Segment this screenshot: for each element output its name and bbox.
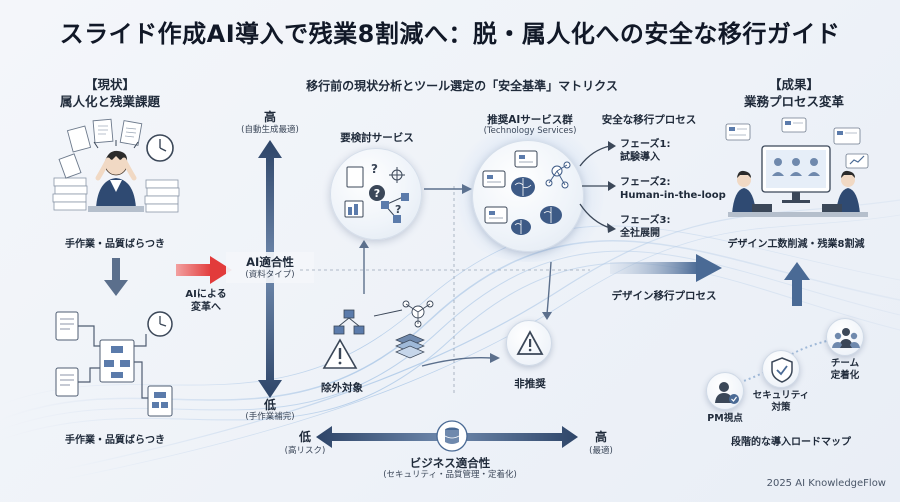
- migration-label: デザイン移行プロセス: [611, 290, 717, 302]
- phase-1: フェーズ1: 試験導入: [620, 138, 720, 164]
- roadmap-caption: 段階的な導入ロードマップ: [731, 437, 851, 448]
- roadmap-security-circle: [762, 350, 800, 388]
- roadmap-security-line1: セキュリティ: [752, 390, 810, 401]
- right-header-line2: 業務プロセス変革: [743, 94, 844, 109]
- svg-text:?: ?: [395, 203, 401, 216]
- footer-credit: 2025 AI KnowledgeFlow: [766, 478, 886, 489]
- y-axis-low-sub: (手作業補完): [245, 412, 295, 422]
- recommended-down-arrow: [542, 261, 552, 320]
- right-up-arrow: [784, 262, 810, 306]
- right-header-line1: 【成果】: [768, 77, 819, 92]
- left-down-arrow: [104, 258, 128, 296]
- quadrant-recommended-sub: (Technology Services): [462, 126, 598, 137]
- quadrant-recommended-label: 推奨AIサービス群: [487, 114, 573, 126]
- phase-3-desc: 全社展開: [620, 228, 660, 239]
- transformation-label: AIによる 変革へ: [178, 288, 234, 314]
- not-recommended-circle: [506, 320, 552, 366]
- not-recommended-warning-icon: [516, 330, 544, 355]
- excluded-area-icons: [322, 240, 434, 369]
- y-axis-high: 高: [263, 110, 276, 124]
- migration-arrow: [610, 254, 722, 282]
- phase-2-desc: Human-in-the-loop: [620, 190, 726, 201]
- review-services-icons: ? ? ?: [344, 162, 409, 223]
- y-axis-sub: (資料タイプ): [245, 270, 295, 280]
- right-header: 【成果】 業務プロセス変革: [714, 76, 874, 110]
- phase-3-title: フェーズ3:: [620, 215, 671, 226]
- roadmap-pm-circle: [706, 372, 744, 410]
- left-header-line2: 属人化と残業課題: [59, 94, 160, 109]
- quadrant-review-label: 要検討サービス: [340, 132, 414, 144]
- roadmap-team-label: チーム 定着化: [812, 358, 878, 382]
- team-icon: [832, 328, 860, 348]
- roadmap-security-line2: 対策: [771, 402, 791, 413]
- svg-text:?: ?: [374, 187, 380, 200]
- roadmap-team-line2: 定着化: [830, 370, 860, 381]
- roadmap-team-line1: チーム: [830, 358, 860, 369]
- recommended-services-circle: [472, 140, 584, 252]
- result-caption: デザイン工数削減・残業8割減: [727, 239, 865, 250]
- review-services-circle: ? ? ?: [330, 148, 422, 240]
- review-to-recommended-arrow: [424, 184, 472, 194]
- transformation-label-line1: AIによる: [185, 289, 227, 300]
- left-caption-top: 手作業・品質ばらつき: [65, 239, 165, 250]
- database-icon: [436, 420, 468, 452]
- pm-person-icon: [715, 382, 739, 404]
- page-title: スライド作成AI導入で残業8割減へ：脱・属人化への安全な移行ガイド: [59, 20, 841, 48]
- left-header: 【現状】 属人化と残業課題: [30, 76, 190, 110]
- svg-text:?: ?: [371, 162, 378, 176]
- transformation-arrow: [176, 256, 232, 284]
- matrix-title: 移行前の現状分析とツール選定の「安全基準」マトリクス: [306, 79, 618, 93]
- quadrant-divider: [300, 186, 590, 396]
- y-axis-low: 低: [263, 398, 276, 412]
- roadmap-security-label: セキュリティ 対策: [746, 390, 816, 414]
- left-caption-bottom: 手作業・品質ばらつき: [65, 435, 165, 446]
- process-title: 安全な移行プロセス: [601, 114, 697, 126]
- x-axis-low: 低: [298, 430, 311, 444]
- transformation-label-line2: 変革へ: [191, 302, 221, 313]
- x-axis-low-sub: (高リスク): [284, 446, 326, 456]
- process-arrows: [579, 141, 616, 233]
- excluded-to-not-recommended-arrow: [421, 353, 500, 367]
- left-header-line1: 【現状】: [84, 77, 135, 92]
- team-result-illustration: [725, 117, 869, 217]
- x-axis-label: ビジネス適合性: [409, 456, 491, 470]
- stressed-worker-illustration: [52, 118, 180, 213]
- y-axis-high-sub: (自動生成最適): [241, 125, 299, 135]
- manual-workflow-illustration: [55, 311, 173, 417]
- phase-1-desc: 試験導入: [620, 152, 660, 163]
- quadrant-excluded-label: 除外対象: [321, 382, 363, 394]
- y-axis-label-box: AI適合性 (資料タイプ): [226, 252, 314, 283]
- x-axis-high: 高: [594, 430, 607, 444]
- shield-icon: [771, 357, 793, 383]
- recommended-services-icons: [482, 150, 571, 235]
- y-axis-label: AI適合性: [246, 255, 294, 269]
- x-axis-sub: (セキュリティ・品質管理・定着化): [383, 470, 517, 480]
- phase-1-title: フェーズ1:: [620, 139, 671, 150]
- roadmap-pm-label: PM視点: [707, 413, 743, 424]
- quadrant-not-recommended-label: 非推奨: [514, 378, 546, 390]
- x-axis-high-sub: (最適): [589, 446, 613, 456]
- phase-2: フェーズ2: Human-in-the-loop: [620, 176, 730, 202]
- roadmap-team-circle: [826, 318, 864, 356]
- phase-3: フェーズ3: 全社展開: [620, 214, 720, 240]
- phase-2-title: フェーズ2:: [620, 177, 671, 188]
